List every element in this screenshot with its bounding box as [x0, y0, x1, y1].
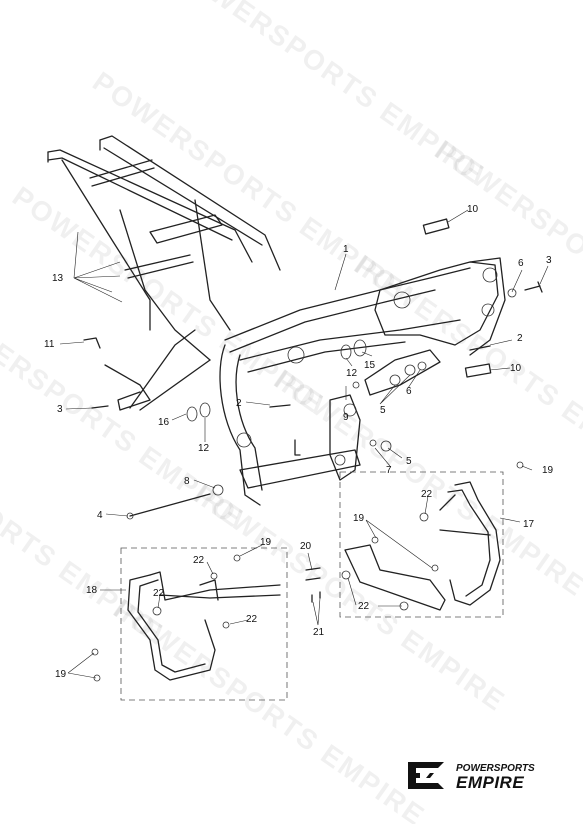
callout-10: 10	[467, 204, 479, 215]
callout-22: 22	[358, 601, 370, 612]
callout-1: 1	[343, 244, 349, 255]
callout-16: 16	[158, 417, 170, 428]
callout-11: 11	[44, 339, 55, 350]
callout-2: 2	[517, 333, 523, 344]
frame-assembly	[47, 135, 506, 506]
callout-4: 4	[97, 510, 103, 521]
callout-21: 21	[313, 627, 325, 638]
callout-8: 8	[184, 476, 190, 487]
callout-10: 10	[510, 363, 522, 374]
callout-22: 22	[193, 555, 205, 566]
crash-bar-left	[120, 547, 288, 701]
callout-9: 9	[343, 412, 349, 423]
crash-bar-right	[339, 471, 504, 618]
callout-7: 7	[386, 465, 392, 476]
callout-6: 6	[406, 386, 412, 397]
callout-3: 3	[546, 255, 552, 266]
brand-emblem-icon	[408, 762, 444, 789]
callout-12: 12	[346, 368, 358, 379]
callout-17: 17	[523, 519, 535, 530]
callouts: 1 2 2 3 3 4 5 5 6 6 7 8 9 10 10 11 12 12…	[44, 204, 554, 680]
callout-19: 19	[55, 669, 67, 680]
brand-line-1: POWERSPORTS	[456, 763, 535, 774]
callout-19: 19	[542, 465, 554, 476]
callout-19: 19	[260, 537, 272, 548]
callout-15: 15	[364, 360, 376, 371]
callout-22: 22	[246, 614, 258, 625]
callout-3: 3	[57, 404, 63, 415]
callout-20: 20	[300, 541, 312, 552]
callout-22: 22	[153, 588, 165, 599]
callout-2: 2	[236, 398, 242, 409]
hardware	[83, 218, 543, 682]
callout-13: 13	[52, 273, 64, 284]
callout-5: 5	[406, 456, 412, 467]
callout-12: 12	[198, 443, 210, 454]
callout-18: 18	[86, 585, 98, 596]
brand-logo: POWERSPORTS EMPIRE	[404, 756, 564, 796]
brand-line-2: EMPIRE	[456, 773, 525, 792]
callout-22: 22	[421, 489, 433, 500]
callout-19: 19	[353, 513, 365, 524]
leader-lines	[59, 209, 549, 679]
callout-5: 5	[380, 405, 386, 416]
callout-6: 6	[518, 258, 524, 269]
